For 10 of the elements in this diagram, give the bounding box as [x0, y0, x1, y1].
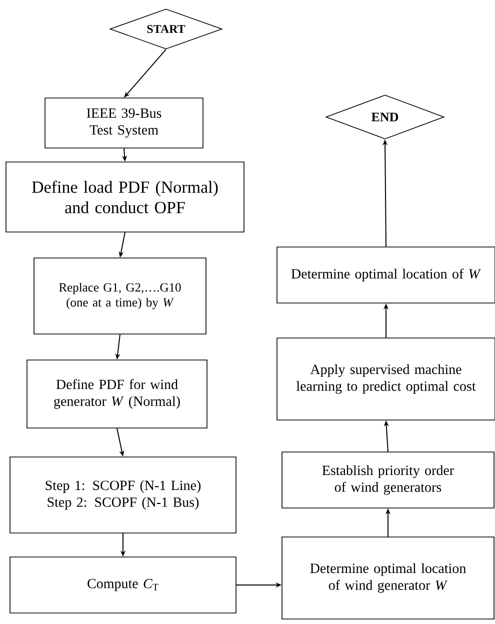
process-box: Define load PDF (Normal) and conduct OPF	[6, 162, 244, 232]
process-box: Apply supervised machine learning to predict optimal cost	[276, 338, 495, 420]
process-box: Compute C$_{T}$	[10, 556, 236, 614]
process-box: IEEE 39-Bus Test System	[44, 98, 204, 148]
process-box: Step 1: SCOPF (N-1 Line) Step 2: SCOPF (N-1 Bus)	[10, 456, 236, 534]
process-box: Replace G1, G2,….G10 (one at a time) by W	[34, 258, 206, 334]
process-box: Establish priority order of wind generators	[282, 452, 494, 508]
process-box: Determine optimal location of wind generator W	[282, 536, 494, 620]
process-box: Define PDF for wind generator W (Normal)	[26, 360, 208, 428]
process-box: Determine optimal location of W	[276, 246, 495, 304]
